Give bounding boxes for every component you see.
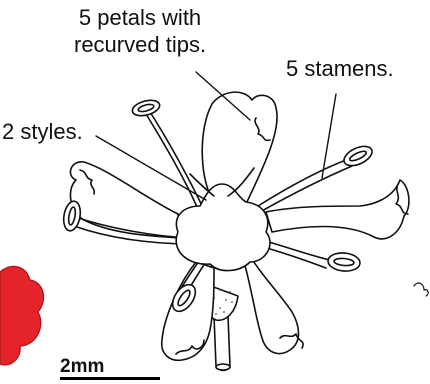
scale-bar	[60, 377, 160, 380]
petal	[244, 256, 299, 354]
stamen	[260, 240, 361, 272]
label-petals-line2: recurved tips.	[74, 31, 206, 58]
neighbor-red-flower	[0, 266, 44, 365]
central-disc	[176, 184, 270, 271]
flower-stalk	[214, 316, 230, 371]
scale-label: 2mm	[60, 356, 104, 378]
edge-fragment	[414, 283, 428, 296]
label-petals-line1: 5 petals with	[74, 4, 206, 31]
label-styles: 2 styles.	[2, 118, 83, 145]
label-petals: 5 petals with recurved tips.	[74, 4, 206, 58]
petal	[70, 162, 180, 238]
label-stamens: 5 stamens.	[286, 55, 394, 82]
stamen	[258, 142, 375, 212]
